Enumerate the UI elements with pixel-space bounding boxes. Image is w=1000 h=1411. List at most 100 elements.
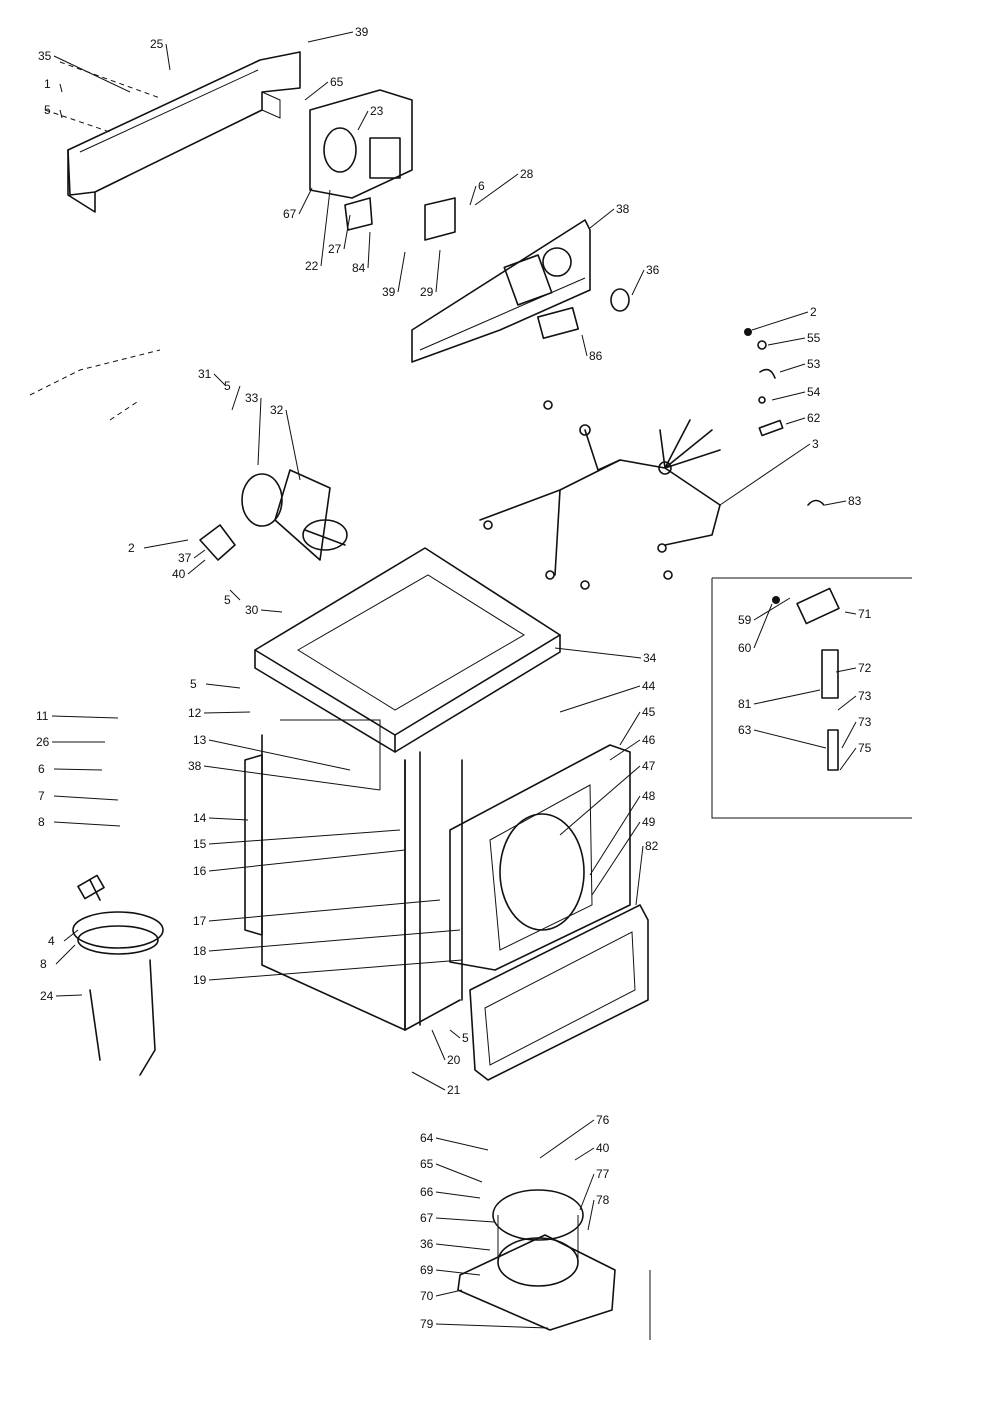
part-number-label: 1: [44, 77, 51, 91]
callout-leader: [298, 187, 313, 215]
tub-base-assembly: [457, 1189, 651, 1340]
part-number-label: 40: [172, 567, 186, 581]
part-number-label: 17: [193, 914, 207, 928]
part-number-label: 81: [738, 697, 752, 711]
callout-leader: [753, 689, 821, 705]
part-number-label: 27: [328, 242, 342, 256]
callout-leader: [785, 417, 806, 425]
part-number-label: 18: [193, 944, 207, 958]
part-number-label: 2: [810, 305, 817, 319]
part-number-label: 49: [642, 815, 656, 829]
callout-leader: [474, 173, 519, 206]
console-backsplash: [44, 51, 301, 213]
power-cord: [72, 874, 164, 1076]
part-number-label: 6: [478, 179, 485, 193]
callout-leader: [257, 397, 262, 466]
callout-leader: [203, 765, 381, 791]
part-number-label: 65: [330, 75, 344, 89]
part-number-label: 20: [447, 1053, 461, 1067]
callout-leader: [55, 994, 83, 997]
callout-leader: [59, 83, 63, 93]
part-number-label: 35: [38, 49, 52, 63]
part-number-label: 69: [420, 1263, 434, 1277]
part-number-label: 83: [848, 494, 862, 508]
part-number-label: 8: [40, 957, 47, 971]
callout-leader: [751, 311, 809, 331]
callout-leader: [208, 959, 463, 981]
callout-leader: [213, 373, 226, 386]
part-number-label: 78: [596, 1193, 610, 1207]
part-number-label: 53: [807, 357, 821, 371]
callout-leader: [559, 765, 641, 836]
callout-leader: [587, 1199, 595, 1231]
callout-leader: [767, 337, 806, 346]
callout-leader: [579, 1173, 595, 1211]
part-number-label: 64: [420, 1131, 434, 1145]
callout-leader: [435, 1191, 481, 1199]
part-number-label: 38: [188, 759, 202, 773]
callout-leader: [719, 443, 811, 506]
part-number-label: 59: [738, 613, 752, 627]
callout-leader: [343, 214, 351, 250]
callout-leader: [835, 667, 857, 673]
part-number-label: 5: [462, 1031, 469, 1045]
part-number-label: 67: [420, 1211, 434, 1225]
callout-leader: [559, 685, 641, 713]
part-number-label: 79: [420, 1317, 434, 1331]
callout-leader: [53, 768, 103, 771]
callout-leader: [203, 711, 251, 714]
callout-leader: [589, 208, 615, 229]
callout-leader: [205, 683, 241, 689]
callout-leader: [53, 795, 119, 801]
callout-leader: [609, 739, 641, 761]
part-number-label: 6: [38, 762, 45, 776]
callout-leader: [357, 110, 369, 131]
part-number-label: 73: [858, 715, 872, 729]
part-number-label: 60: [738, 641, 752, 655]
callout-leader: [841, 721, 857, 749]
callout-leader: [143, 539, 189, 549]
callout-leader: [844, 611, 857, 615]
part-number-label: 48: [642, 789, 656, 803]
callout-leader: [285, 409, 301, 481]
callout-leader: [193, 549, 206, 559]
part-number-label: 67: [283, 207, 297, 221]
part-number-label: 39: [355, 25, 369, 39]
part-number-label: 23: [370, 104, 384, 118]
part-number-label: 11: [36, 709, 49, 723]
callout-leader: [397, 251, 406, 293]
part-number-label: 37: [178, 551, 192, 565]
part-number-label: 47: [642, 759, 656, 773]
callout-leader: [581, 334, 588, 357]
part-number-label: 71: [858, 607, 872, 621]
part-number-label: 82: [645, 839, 659, 853]
part-number-label: 76: [596, 1113, 610, 1127]
callout-leader: [435, 1323, 549, 1329]
callout-leader: [591, 821, 641, 896]
part-number-label: 30: [245, 603, 259, 617]
part-number-label: 55: [807, 331, 821, 345]
callout-leader: [619, 711, 641, 746]
part-number-label: 44: [642, 679, 656, 693]
toe-panel: [469, 904, 649, 1081]
part-number-label: 24: [40, 989, 54, 1003]
callout-leader: [435, 1137, 489, 1151]
callout-leader: [208, 829, 401, 845]
callout-leader: [307, 31, 354, 43]
part-number-label: 31: [198, 367, 212, 381]
part-number-label: 45: [642, 705, 656, 719]
callout-leader: [837, 695, 857, 711]
callout-leader: [411, 1071, 446, 1091]
part-number-label: 12: [188, 706, 202, 720]
callout-leader: [435, 1269, 481, 1276]
motor-pump: [29, 349, 348, 561]
timer-housing: [309, 89, 413, 199]
part-number-label: 72: [858, 661, 872, 675]
callout-leader: [165, 43, 171, 71]
callout-leader: [574, 1147, 595, 1161]
callout-leader: [435, 1289, 463, 1297]
callout-leader: [208, 899, 441, 922]
part-number-label: 36: [646, 263, 660, 277]
part-number-label: 63: [738, 723, 752, 737]
